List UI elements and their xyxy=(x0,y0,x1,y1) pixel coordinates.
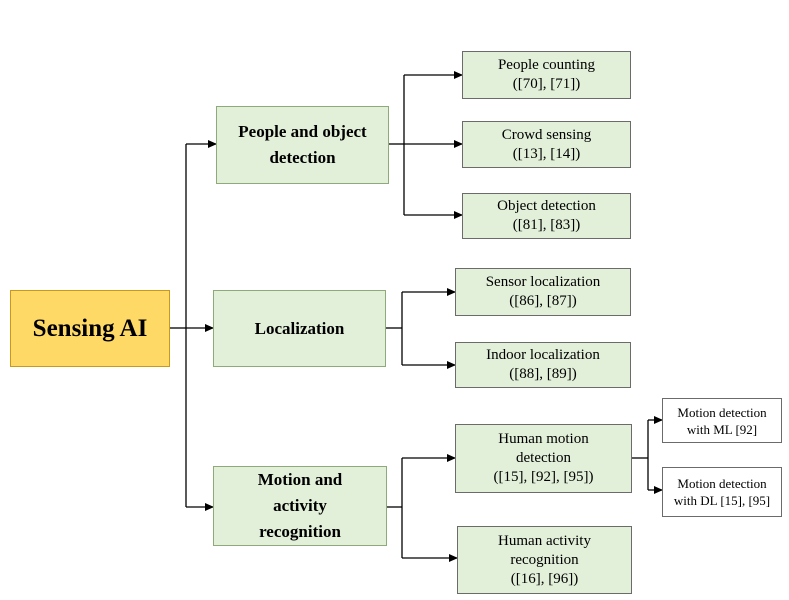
node-indoor-localization: Indoor localization ([88], [89]) xyxy=(455,342,631,388)
node-people-counting: People counting ([70], [71]) xyxy=(462,51,631,99)
node-motion-activity-recognition: Motion and activity recognition xyxy=(213,466,387,546)
node-localization: Localization xyxy=(213,290,386,367)
node-human-motion-detection: Human motion detection ([15], [92], [95]… xyxy=(455,424,632,493)
node-sensing-ai: Sensing AI xyxy=(10,290,170,367)
node-people-object-detection: People and object detection xyxy=(216,106,389,184)
node-sensor-localization: Sensor localization ([86], [87]) xyxy=(455,268,631,316)
node-human-activity-recognition: Human activity recognition ([16], [96]) xyxy=(457,526,632,594)
node-object-detection: Object detection ([81], [83]) xyxy=(462,193,631,239)
node-motion-detection-dl: Motion detection with DL [15], [95] xyxy=(662,467,782,517)
node-crowd-sensing: Crowd sensing ([13], [14]) xyxy=(462,121,631,168)
node-motion-detection-ml: Motion detection with ML [92] xyxy=(662,398,782,443)
